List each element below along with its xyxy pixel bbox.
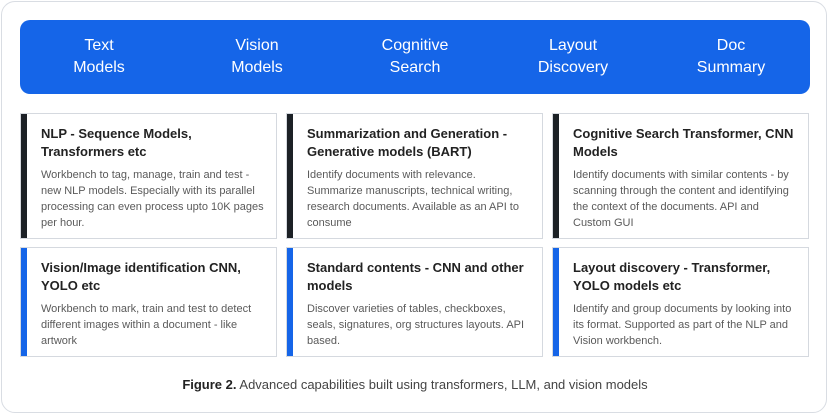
card-nlp-sequence-models: NLP - Sequence Models, Transformers etc …	[20, 113, 277, 239]
card-title: Layout discovery - Transformer, YOLO mod…	[573, 260, 771, 293]
card-description: Identify and group documents by looking …	[573, 303, 792, 347]
card-layout-discovery: Layout discovery - Transformer, YOLO mod…	[552, 247, 809, 357]
card-description: Workbench to tag, manage, train and test…	[41, 169, 264, 229]
banner-tab-cognitive-search: Cognitive Search	[381, 37, 449, 76]
card-accent-bar	[21, 114, 27, 238]
card-standard-contents: Standard contents - CNN and other models…	[286, 247, 543, 357]
figure-caption: Figure 2. Advanced capabilities built us…	[0, 377, 830, 392]
card-cognitive-search: Cognitive Search Transformer, CNN Models…	[552, 113, 809, 239]
capabilities-banner: Text Models Vision Models Cognitive Sear…	[20, 20, 810, 94]
banner-tab-vision-models: Vision Models	[231, 37, 283, 76]
card-description: Identify documents with relevance. Summa…	[307, 169, 519, 229]
card-title: Standard contents - CNN and other models	[307, 260, 524, 293]
banner-tab-text-models: Text Models	[73, 37, 125, 76]
card-title: Vision/Image identification CNN, YOLO et…	[41, 260, 241, 293]
card-title: Cognitive Search Transformer, CNN Models	[573, 126, 794, 159]
capability-grid: NLP - Sequence Models, Transformers etc …	[20, 113, 810, 357]
card-title: NLP - Sequence Models, Transformers etc	[41, 126, 192, 159]
card-accent-bar	[287, 114, 293, 238]
card-vision-image-identification: Vision/Image identification CNN, YOLO et…	[20, 247, 277, 357]
card-description: Discover varieties of tables, checkboxes…	[307, 303, 525, 347]
banner-tab-layout-discovery: Layout Discovery	[537, 37, 609, 76]
card-description: Workbench to mark, train and test to det…	[41, 303, 252, 347]
card-summarization-generation: Summarization and Generation - Generativ…	[286, 113, 543, 239]
card-accent-bar	[21, 248, 27, 356]
card-accent-bar	[553, 248, 559, 356]
caption-label: Figure 2.	[182, 377, 237, 392]
card-accent-bar	[287, 248, 293, 356]
banner-tab-doc-summary: Doc Summary	[696, 37, 766, 76]
card-description: Identify documents with similar contents…	[573, 169, 789, 229]
card-title: Summarization and Generation - Generativ…	[307, 126, 508, 159]
card-accent-bar	[553, 114, 559, 238]
caption-text: Advanced capabilities built using transf…	[236, 377, 648, 392]
